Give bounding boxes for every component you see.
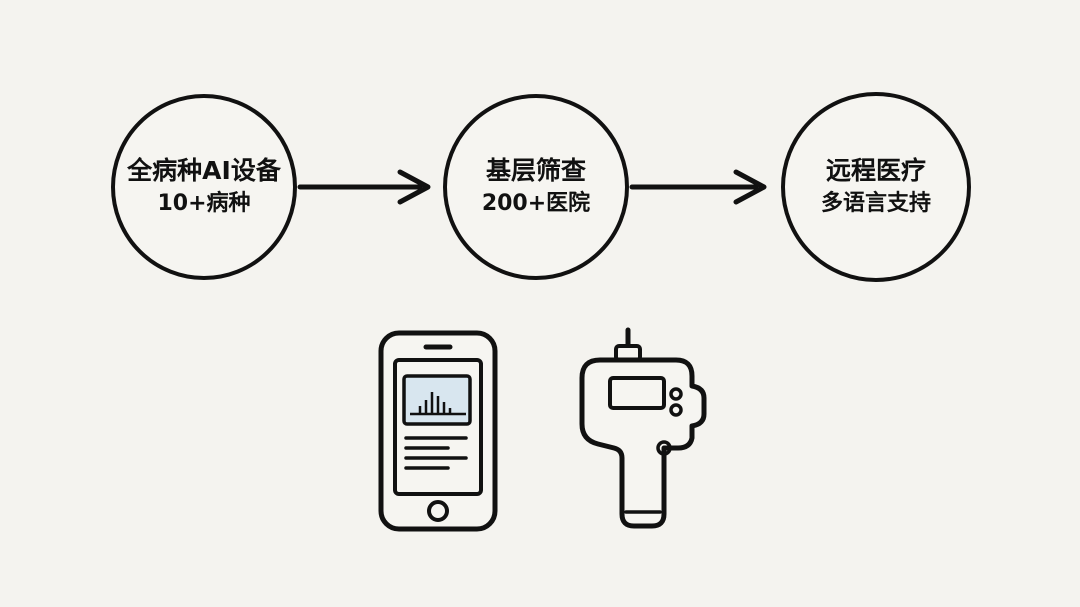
node-title: 基层筛查	[485, 156, 586, 185]
node-title: 全病种AI设备	[127, 156, 281, 185]
handheld-scanner-icon	[579, 327, 707, 529]
node-telemedicine: 远程医疗 多语言支持	[781, 92, 971, 282]
node-subtitle: 200+医院	[481, 191, 591, 216]
node-title: 远程医疗	[825, 156, 926, 185]
node-subtitle: 10+病种	[157, 191, 251, 216]
smartphone-chart-icon	[378, 330, 498, 532]
arrow-right-icon	[629, 169, 767, 205]
node-subtitle: 多语言支持	[820, 191, 931, 216]
node-all-disease-ai-device: 全病种AI设备 10+病种	[111, 94, 297, 280]
arrow-right-icon	[297, 169, 431, 205]
node-primary-screening: 基层筛查 200+医院	[443, 94, 629, 280]
